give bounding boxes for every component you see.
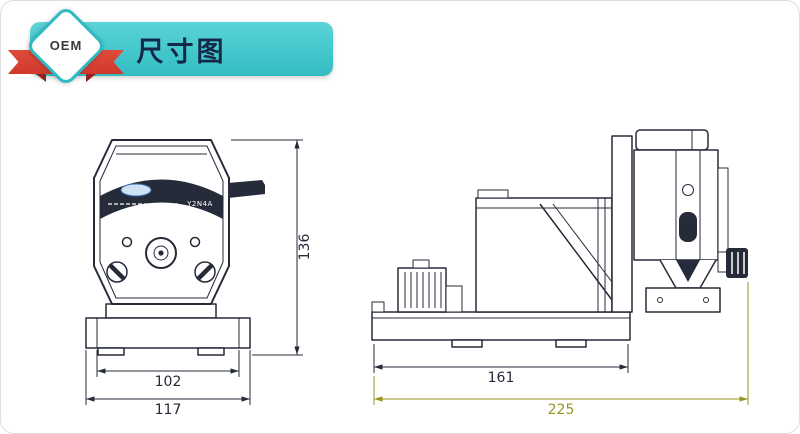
roller xyxy=(679,212,697,242)
rotor-center xyxy=(145,237,177,269)
model-label: Y2N4A xyxy=(186,200,213,208)
motor-body xyxy=(475,189,613,313)
foot-left xyxy=(97,347,125,356)
pump-neck xyxy=(105,303,217,319)
oem-badge: OEM xyxy=(6,2,126,96)
screw-left xyxy=(106,261,128,283)
pump-head-outline xyxy=(93,139,230,305)
drive-knob xyxy=(717,248,748,278)
dimension-width-outer: 117 xyxy=(85,350,251,418)
base-plate xyxy=(371,311,631,341)
side-view: 161 225 xyxy=(371,129,749,418)
dimension-width-inner: 102 xyxy=(96,350,240,390)
base-foot-right xyxy=(555,339,587,348)
head-top-cap xyxy=(635,129,709,151)
front-view: Y2N4A 136 102 117 xyxy=(85,139,313,418)
oem-badge-label: OEM xyxy=(49,38,83,53)
foot-right xyxy=(197,347,225,356)
brand-logo xyxy=(120,183,152,197)
dim-label-225: 225 xyxy=(548,402,575,418)
dim-label-161: 161 xyxy=(488,370,515,386)
support-bracket xyxy=(539,203,613,301)
pin-right xyxy=(189,236,201,248)
base-foot-left xyxy=(451,339,483,348)
mounting-plate xyxy=(611,135,633,313)
dimension-length-inner: 161 xyxy=(373,344,629,386)
dim-label-136: 136 xyxy=(297,234,313,261)
pin-left xyxy=(121,236,133,248)
page-title: 尺寸图 xyxy=(136,36,227,67)
dimension-length-outer: 225 xyxy=(373,282,749,418)
connector-block xyxy=(397,259,463,313)
dim-label-117: 117 xyxy=(155,402,182,418)
pump-head-side xyxy=(633,129,729,313)
ribbon-fold-left xyxy=(36,74,46,82)
pump-base-front xyxy=(85,317,251,349)
ribbon-fold-right xyxy=(86,74,96,82)
lever-handle xyxy=(228,180,265,198)
base-lip xyxy=(371,301,385,313)
dim-label-102: 102 xyxy=(155,374,182,390)
screw-right xyxy=(194,261,216,283)
dimension-height: 136 xyxy=(231,139,313,356)
